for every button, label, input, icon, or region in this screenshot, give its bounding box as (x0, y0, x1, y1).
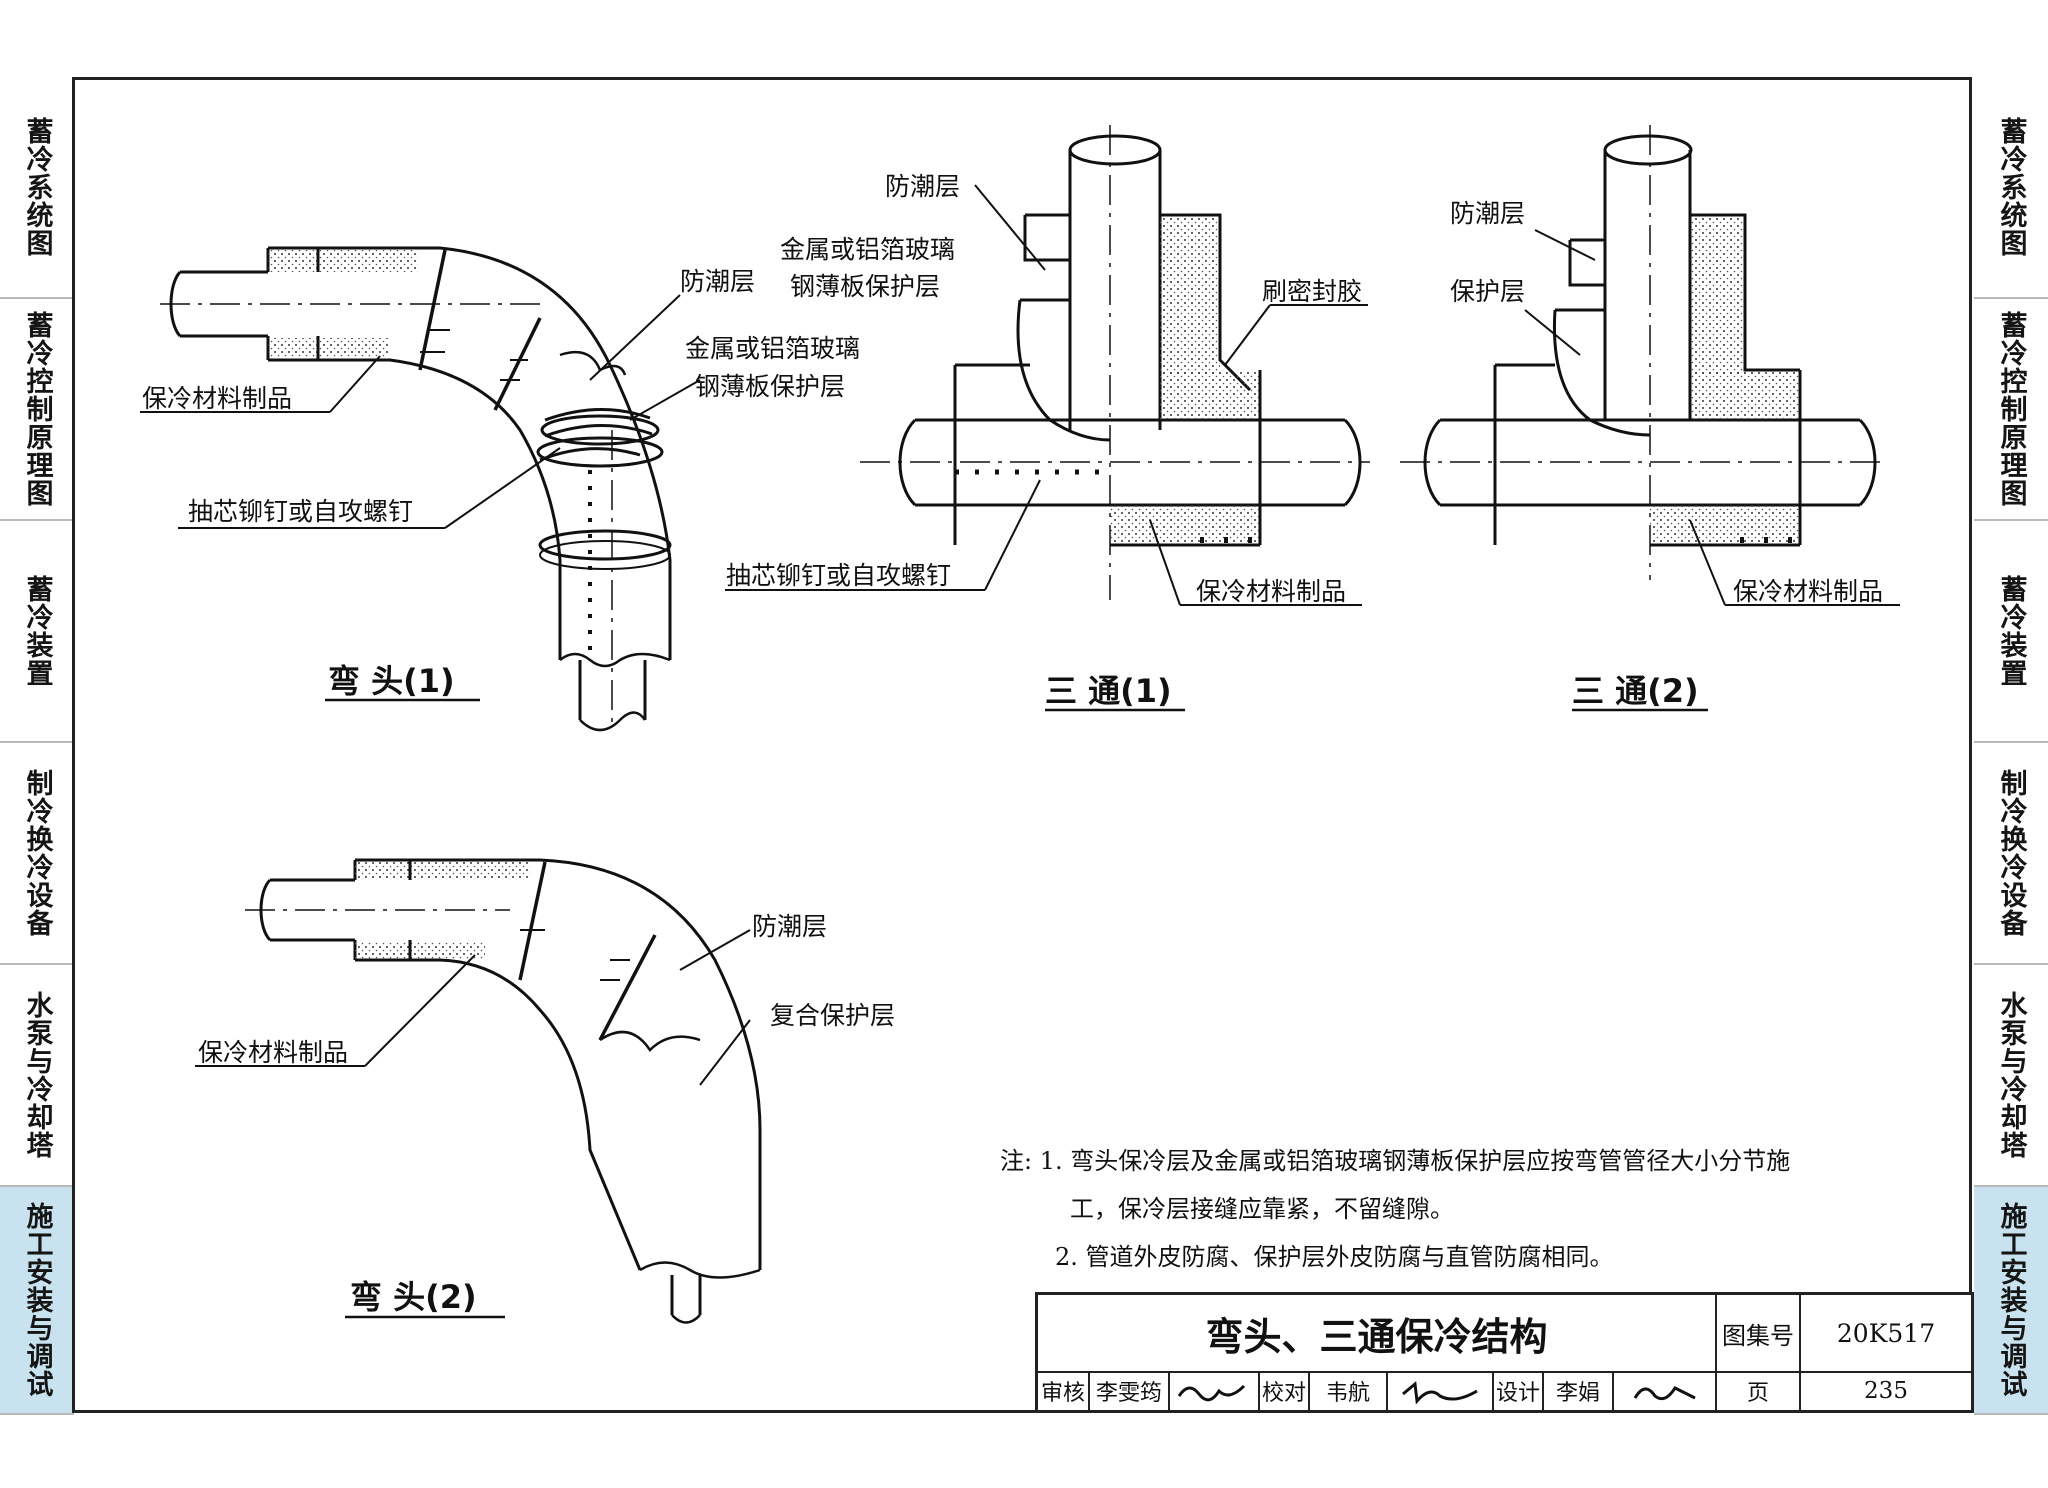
side-tab-label: 蓄冷装置 (21, 575, 53, 687)
side-tab-label: 蓄冷装置 (1995, 575, 2027, 687)
side-tab-control[interactable]: 蓄冷控制原理图 (1974, 299, 2048, 521)
side-tab-label: 蓄冷系统图 (1995, 117, 2027, 257)
note-line-1-cont: 工，保冷层接缝应靠紧，不留缝隙。 (1070, 1195, 1454, 1223)
tee-1-labels: 防潮层 金属或铝箔玻璃 钢薄板保护层 刷密封胶 抽芯铆钉或自攻螺钉 保冷材料制品… (726, 172, 1362, 710)
tee2-protective-layer-label: 保护层 (1450, 277, 1525, 306)
side-tab-label: 蓄冷控制原理图 (21, 311, 53, 507)
tee-2-diagram (1400, 125, 1900, 712)
tee1-caption: 三 通(1) (1045, 672, 1172, 710)
side-tab-label: 蓄冷控制原理图 (1995, 311, 2027, 507)
side-tab-label: 施工安装与调试 (1995, 1202, 2027, 1398)
tee1-sealant-label: 刷密封胶 (1262, 277, 1362, 306)
tee2-insulation-label: 保冷材料制品 (1733, 577, 1883, 606)
notes-prefix: 注: (1000, 1147, 1033, 1175)
side-tab-storage-system[interactable]: 蓄冷系统图 (0, 77, 74, 299)
side-tab-installation[interactable]: 施工安装与调试 (1974, 1187, 2048, 1415)
tee1-rivet-label: 抽芯铆钉或自攻螺钉 (726, 561, 951, 590)
side-tab-pump[interactable]: 水泵与冷却塔 (0, 965, 74, 1187)
page-number: 235 (1799, 1371, 1971, 1410)
elbow-2-diagram (195, 858, 762, 1324)
side-tab-device[interactable]: 蓄冷装置 (0, 521, 74, 743)
check-label: 校对 (1258, 1371, 1308, 1410)
side-tab-label: 水泵与冷却塔 (1995, 991, 2027, 1159)
elbow-1-labels: 防潮层 金属或铝箔玻璃 钢薄板保护层 保冷材料制品 抽芯铆钉或自攻螺钉 弯 头(… (142, 267, 860, 700)
drawing-title: 弯头、三通保冷结构 (1205, 1314, 1548, 1359)
reviewer-signature-mark (1177, 1384, 1246, 1401)
tee1-moisture-barrier-label: 防潮层 (885, 172, 960, 201)
side-tab-storage-system[interactable]: 蓄冷系统图 (1974, 77, 2048, 299)
checker-signature (1386, 1371, 1492, 1410)
elbow1-metal-cover-label-2: 钢薄板保护层 (695, 372, 845, 401)
note-line-1: 注: 1. 弯头保冷层及金属或铝箔玻璃钢薄板保护层应按弯管管径大小分节施 (1000, 1137, 1790, 1185)
elbow2-moisture-barrier-label: 防潮层 (752, 912, 827, 941)
checker-name: 韦航 (1308, 1371, 1386, 1410)
checker-signature-mark (1402, 1380, 1478, 1405)
title-block: 弯头、三通保冷结构 图集号 20K517 审核 李雯筠 校对 韦航 设计 李娟 … (1035, 1292, 1974, 1413)
note-line-2: 2. 管道外皮防腐、保护层外皮防腐与直管防腐相同。 (1055, 1243, 1614, 1271)
elbow-2-labels: 防潮层 复合保护层 保冷材料制品 弯 头(2) (198, 912, 895, 1316)
side-tab-refrigeration[interactable]: 制冷换冷设备 (0, 743, 74, 965)
notes-block: 注: 1. 弯头保冷层及金属或铝箔玻璃钢薄板保护层应按弯管管径大小分节施 工，保… (1000, 1137, 1790, 1281)
tee1-insulation-label: 保冷材料制品 (1196, 577, 1346, 606)
elbow2-insulation-label: 保冷材料制品 (198, 1038, 348, 1067)
side-tab-label: 水泵与冷却塔 (21, 991, 53, 1159)
elbow1-metal-cover-label-1: 金属或铝箔玻璃 (685, 334, 860, 363)
tee2-caption: 三 通(2) (1572, 672, 1699, 710)
side-tab-control[interactable]: 蓄冷控制原理图 (0, 299, 74, 521)
side-tab-pump[interactable]: 水泵与冷却塔 (1974, 965, 2048, 1187)
page-label: 页 (1715, 1371, 1799, 1410)
reviewer-signature (1168, 1371, 1258, 1410)
elbow1-moisture-barrier-label: 防潮层 (680, 267, 755, 296)
side-tab-label: 施工安装与调试 (21, 1202, 53, 1398)
design-label: 设计 (1492, 1371, 1542, 1410)
reviewer-name: 李雯筠 (1088, 1371, 1168, 1410)
side-tab-label: 制冷换冷设备 (21, 769, 53, 937)
tee-1-diagram (725, 125, 1370, 712)
side-tab-label: 制冷换冷设备 (1995, 769, 2027, 937)
elbow-1-diagram (140, 246, 701, 732)
side-tab-label: 蓄冷系统图 (21, 117, 53, 257)
atlas-no-value: 20K517 (1799, 1295, 1971, 1371)
tee1-metal-cover-label-2: 钢薄板保护层 (790, 272, 940, 301)
designer-signature-mark (1633, 1385, 1696, 1400)
designer-signature (1612, 1371, 1715, 1410)
review-label: 审核 (1040, 1380, 1085, 1406)
elbow2-caption: 弯 头(2) (350, 1278, 477, 1316)
elbow1-insulation-label: 保冷材料制品 (142, 384, 292, 413)
tee1-metal-cover-label-1: 金属或铝箔玻璃 (780, 235, 955, 264)
title-divider (1038, 1371, 1971, 1373)
tee2-moisture-barrier-label: 防潮层 (1450, 199, 1525, 228)
note-text-1: 1. 弯头保冷层及金属或铝箔玻璃钢薄板保护层应按弯管管径大小分节施 (1039, 1147, 1791, 1175)
side-tab-device[interactable]: 蓄冷装置 (1974, 521, 2048, 743)
designer-name: 李娟 (1542, 1371, 1612, 1410)
elbow1-caption: 弯 头(1) (328, 662, 455, 700)
side-tab-refrigeration[interactable]: 制冷换冷设备 (1974, 743, 2048, 965)
elbow1-rivet-label: 抽芯铆钉或自攻螺钉 (188, 497, 413, 526)
atlas-no-label: 图集号 (1715, 1295, 1799, 1371)
tee-2-labels: 防潮层 保护层 保冷材料制品 三 通(2) (1450, 199, 1883, 710)
side-tab-installation[interactable]: 施工安装与调试 (0, 1187, 74, 1415)
elbow2-composite-layer-label: 复合保护层 (770, 1001, 895, 1030)
